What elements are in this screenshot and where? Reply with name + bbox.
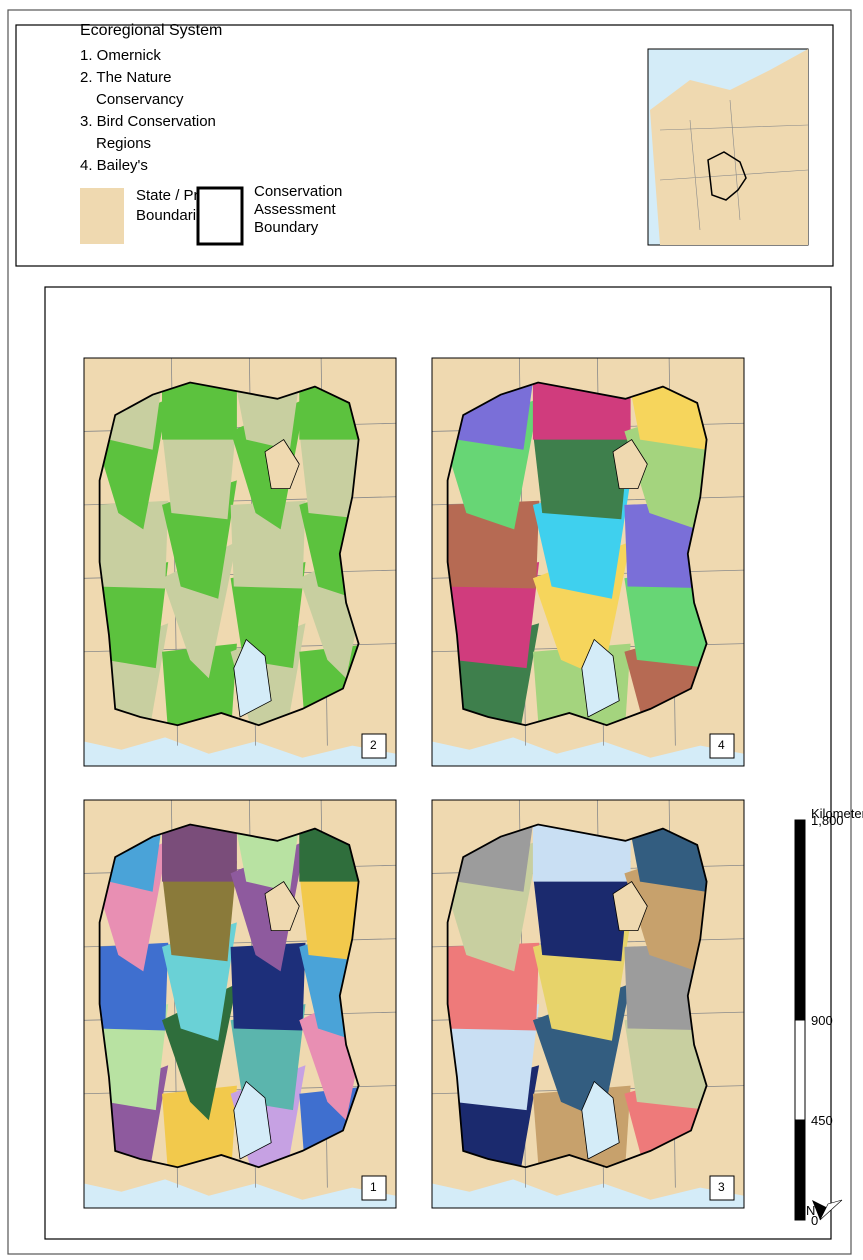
lake <box>233 1080 272 1160</box>
panel-number: 1 <box>370 1180 377 1194</box>
ecoregion-patch <box>447 562 540 669</box>
north-label: N <box>806 1203 815 1218</box>
ecoregion-patch <box>99 562 169 669</box>
panel-frame <box>431 357 745 767</box>
boundary-label: Boundary <box>254 219 319 236</box>
north-arrow: N <box>806 1199 843 1221</box>
ecoregion-patch <box>624 824 707 892</box>
state-boundary-swatch <box>80 188 124 244</box>
assessment-boundary <box>446 381 708 727</box>
scale-unit: Kilometers <box>811 806 863 821</box>
state-label: Boundaries <box>136 207 212 224</box>
legend-item: Conservancy <box>96 91 184 108</box>
ecoregion-patch <box>230 942 306 1031</box>
ecoregion-patch <box>447 1004 540 1111</box>
map-panel-3: 3 <box>431 799 745 1209</box>
ecoregion-patch <box>162 861 237 962</box>
legend-item: 4. Bailey's <box>80 157 148 174</box>
panel-frame <box>83 357 397 767</box>
lake <box>233 638 272 718</box>
inset-assessment-outline <box>707 151 747 201</box>
assessment-boundary <box>98 823 360 1169</box>
legend-title: Ecoregional System <box>80 22 222 39</box>
ecoregion-patch <box>624 382 707 450</box>
legend-item: Regions <box>96 135 151 152</box>
lake <box>581 1080 620 1160</box>
assessment-boundary <box>446 823 708 1169</box>
north-arrow-half <box>819 1199 843 1221</box>
map-panel-2: 2 <box>83 357 397 767</box>
scale-bar: 0 450 900 1,800Kilometers <box>794 806 863 1228</box>
panel-number: 3 <box>718 1180 725 1194</box>
legend-item: 1. Omernick <box>80 47 161 64</box>
ecoregion-patch <box>162 382 237 440</box>
scale-tick-label: 0 <box>811 1213 818 1228</box>
assessment-boundary <box>98 381 360 727</box>
boundary-label: Conservation <box>254 183 342 200</box>
inset-locator-map <box>647 48 809 246</box>
panel-number: 2 <box>370 738 377 752</box>
ecoregion-patch <box>99 500 169 589</box>
scale-segment <box>794 1019 806 1121</box>
island <box>264 881 300 931</box>
island <box>264 439 300 489</box>
ecoregion-patch <box>230 1004 306 1111</box>
ecoregion-patch <box>162 824 237 882</box>
ecoregion-patch <box>99 1004 169 1111</box>
panel-number-box <box>709 733 735 759</box>
legend-item: 2. The Nature <box>80 69 171 86</box>
panel-frame <box>431 799 745 1209</box>
map-panel-4: 4 <box>431 357 745 767</box>
inset-state-lines <box>659 99 808 231</box>
boundary-label: Assessment <box>254 201 337 218</box>
map-panels: 1 2 3 4 <box>83 357 745 1209</box>
scale-tick-label: 900 <box>811 1013 833 1028</box>
island <box>612 881 648 931</box>
panel-number: 4 <box>718 738 725 752</box>
island <box>612 439 648 489</box>
legend-item: 3. Bird Conservation <box>80 113 216 130</box>
panel-number-box <box>361 1175 387 1201</box>
assessment-boundary-swatch <box>196 186 244 246</box>
ecoregion-patch <box>532 861 631 962</box>
ecoregion-patch <box>162 419 237 520</box>
map-panel-1: 1 <box>83 799 397 1209</box>
scale-tick-label: 450 <box>811 1113 833 1128</box>
ecoregion-patch <box>99 942 169 1031</box>
scale-segment <box>794 1119 806 1221</box>
scale-segment <box>794 819 806 1021</box>
inset-land <box>650 49 808 245</box>
ecoregion-patch <box>532 419 631 520</box>
scale-tick-label: 1,800 <box>811 813 844 828</box>
ecoregion-patch <box>532 824 631 882</box>
legend-box: Ecoregional System 1. Omernick 2. The Nat… <box>15 22 834 267</box>
ecoregion-patch <box>230 562 306 669</box>
panel-frame <box>83 799 397 1209</box>
ecoregion-patch <box>532 382 631 440</box>
ecoregion-patch <box>230 500 306 589</box>
panel-number-box <box>709 1175 735 1201</box>
panel-number-box <box>361 733 387 759</box>
lake <box>581 638 620 718</box>
